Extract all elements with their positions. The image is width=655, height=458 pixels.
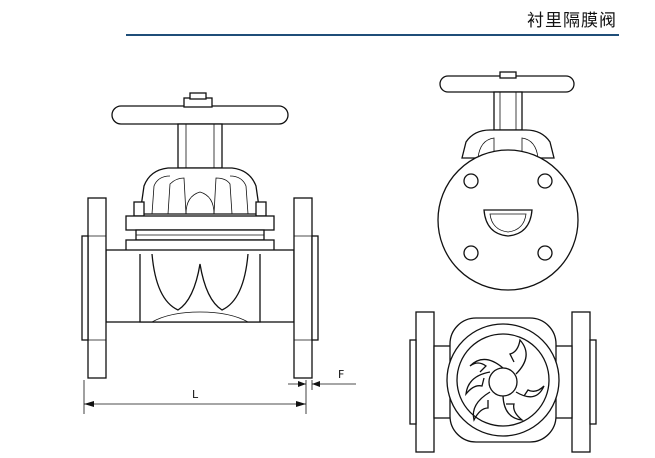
- dimension-length-label: L: [192, 388, 199, 401]
- page-title: 衬里隔膜阀: [527, 11, 617, 31]
- flange-right: [293, 197, 313, 379]
- dimension-flange-label: F: [338, 368, 344, 381]
- top-view-stem: [488, 367, 518, 397]
- stem-top: [189, 92, 207, 100]
- handwheel: [111, 105, 289, 125]
- bonnet-flange: [125, 215, 275, 231]
- header-rule: [126, 34, 619, 36]
- end-view-bore: [483, 209, 533, 237]
- front-view-drawing: [81, 92, 319, 379]
- end-view-drawing: [437, 71, 579, 291]
- dimension-flange: F: [288, 368, 356, 390]
- top-view-flange-right: [571, 311, 591, 453]
- top-view-drawing: [409, 311, 597, 453]
- spindle-column: [177, 123, 223, 169]
- bonnet: [139, 167, 261, 215]
- top-view-flange-left: [415, 311, 435, 453]
- flange-left: [87, 197, 107, 379]
- dimension-length: L: [83, 380, 307, 414]
